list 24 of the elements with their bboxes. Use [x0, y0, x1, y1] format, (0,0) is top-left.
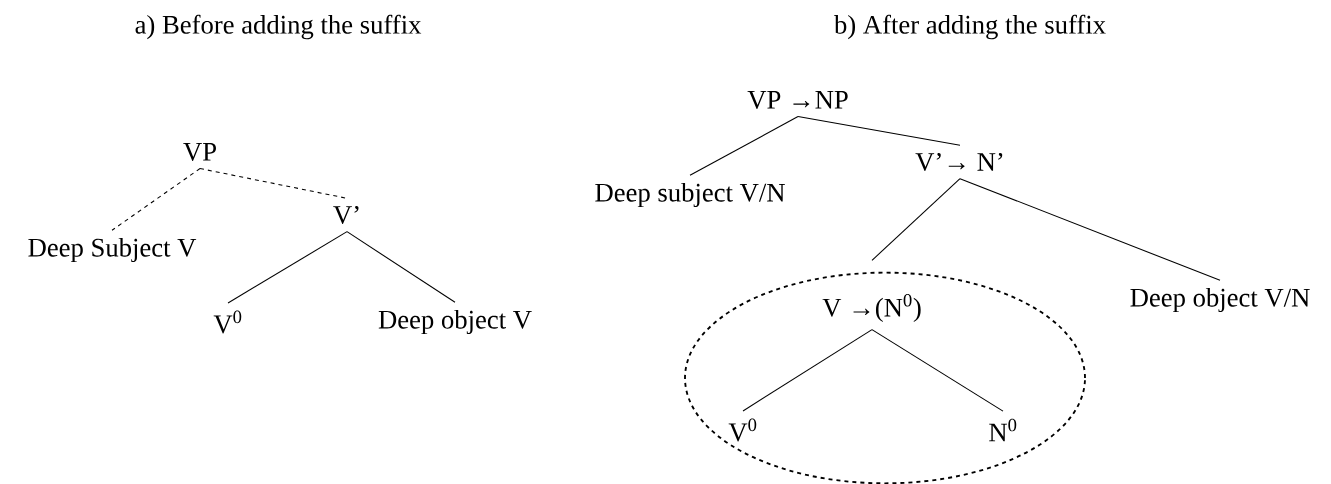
panel-heading: b) After adding the suffix: [834, 14, 1106, 40]
tree-branch: [689, 116, 799, 176]
tree-branch: [346, 231, 456, 303]
tree-label: V →(N$^{0}$): [822, 293, 921, 323]
tree-branch: [199, 168, 348, 199]
tree-label: V’→ N’: [915, 152, 1003, 172]
tree-label: V$^{0}$: [728, 418, 757, 442]
tree-label: Deep object V/N: [1130, 287, 1310, 313]
tree-label: Deep Subject V: [28, 237, 197, 263]
tree-branch: [227, 231, 348, 304]
tree-label: V$^{0}$: [213, 310, 242, 334]
tree-label: N$^{0}$: [989, 418, 1017, 442]
tree-label: Deep object V: [378, 309, 532, 335]
tree-label: Deep subject V/N: [595, 182, 785, 208]
tree-branch: [959, 178, 1221, 281]
panel-heading: a) Before adding the suffix: [135, 14, 422, 40]
tree-label: VP: [183, 143, 216, 161]
tree-label: VP →NP: [747, 91, 848, 109]
tree-branch: [871, 178, 961, 261]
tree-branch: [111, 168, 201, 231]
tree-branch: [742, 329, 873, 412]
tree-label: V’: [333, 205, 359, 225]
tree-branch: [797, 116, 961, 146]
tree-branch: [871, 329, 1004, 412]
